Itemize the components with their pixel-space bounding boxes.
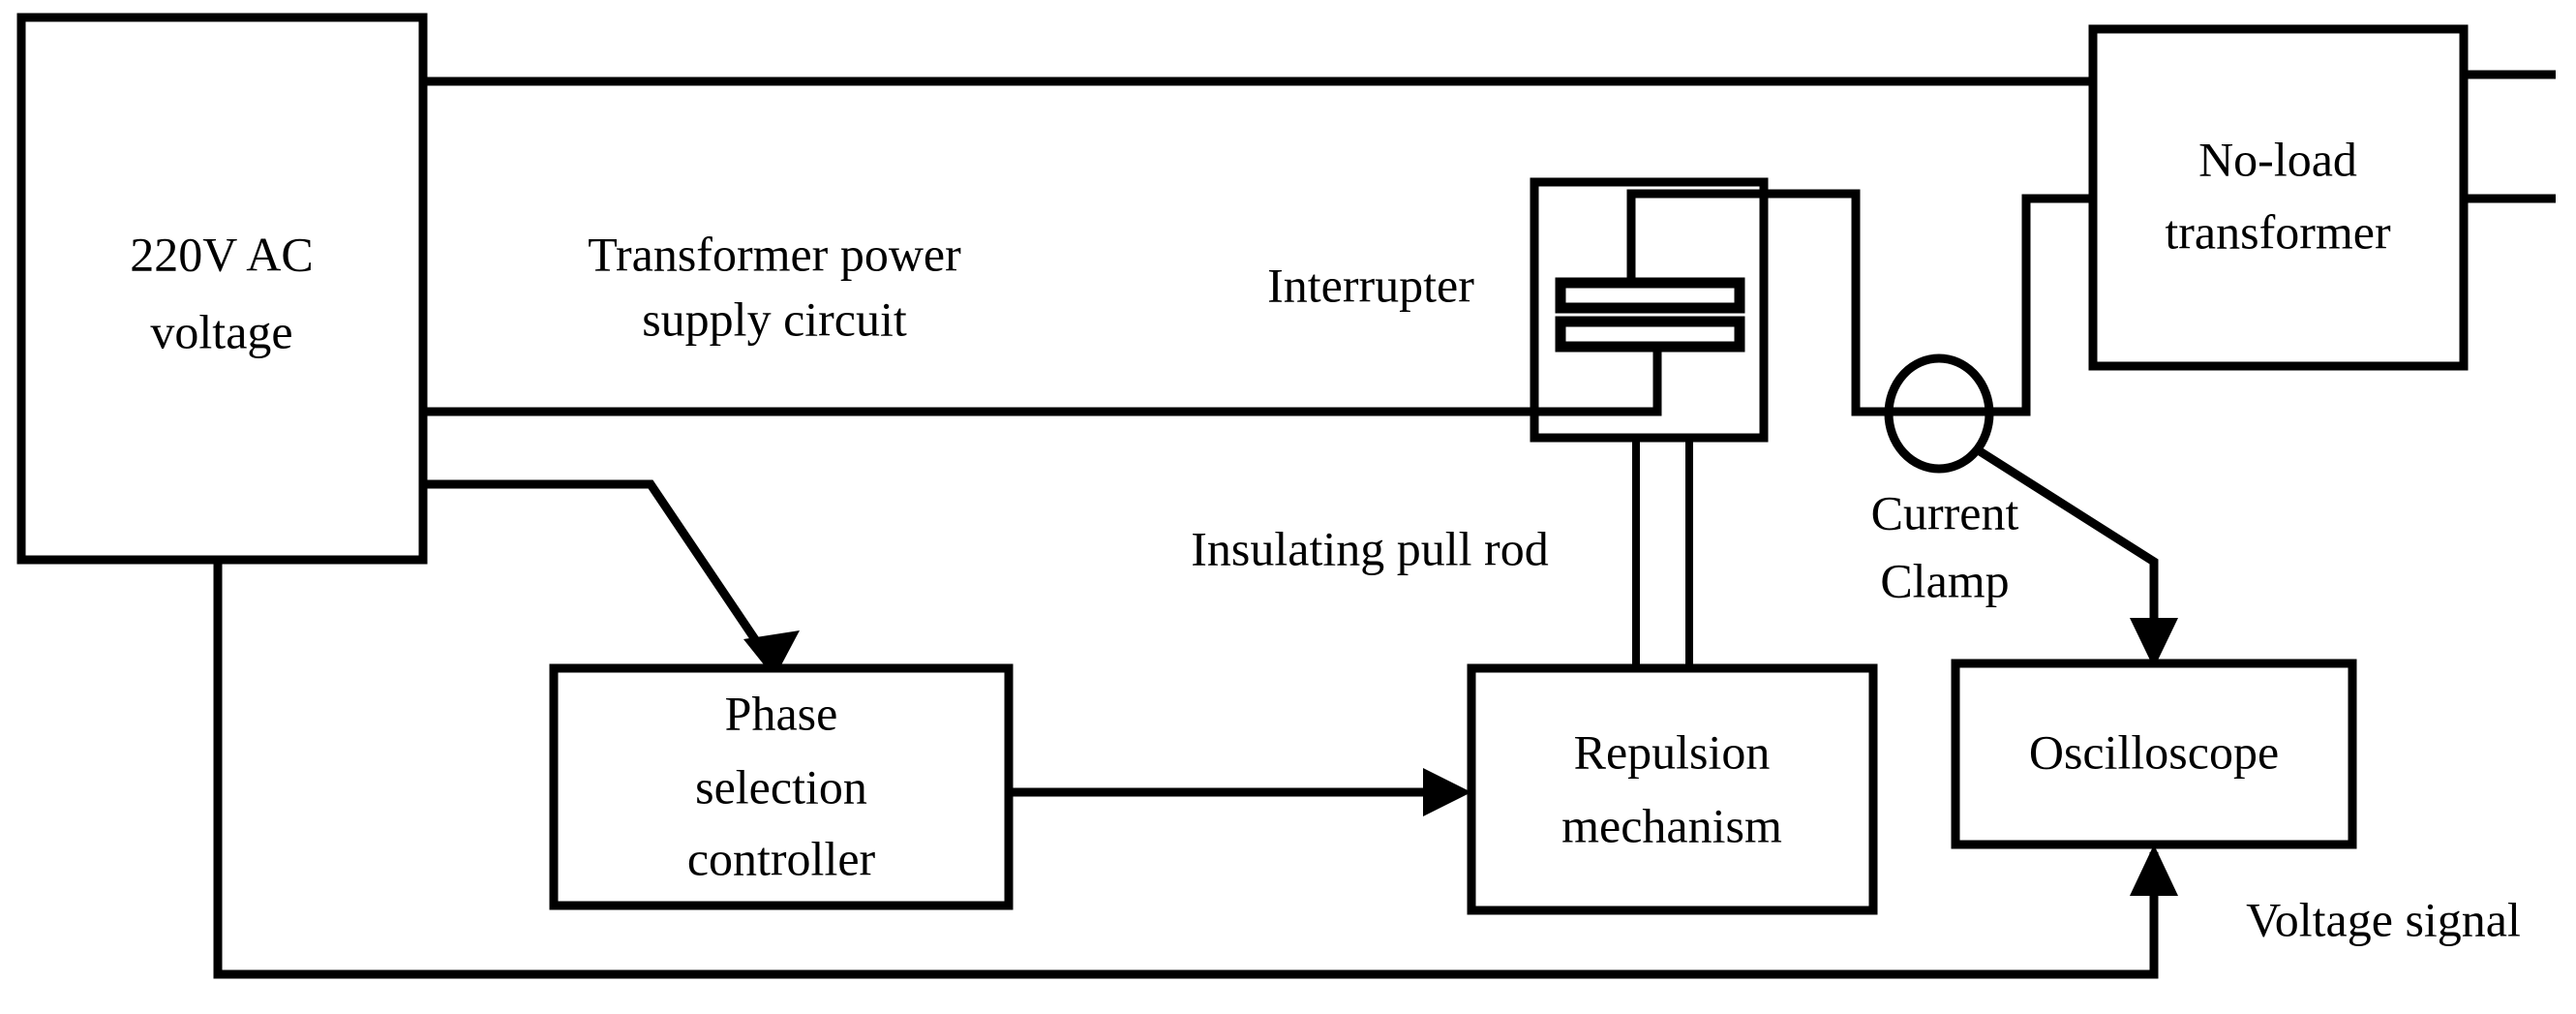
phase-controller-label-line1: Phase (725, 686, 838, 740)
box-no-load-transformer[interactable] (2088, 24, 2469, 371)
transformer-label-line1: No-load (2198, 132, 2357, 186)
arrowhead-voltage-signal (2130, 845, 2178, 896)
interrupter-lower-contact (1555, 316, 1745, 353)
oscilloscope-label: Oscilloscope (2029, 724, 2279, 779)
interrupter-label: Interrupter (1267, 258, 1474, 312)
pull-rod-label: Insulating pull rod (1191, 521, 1548, 575)
source-label-line2: voltage (150, 304, 292, 358)
box-source[interactable] (16, 13, 428, 565)
transformer-label-line2: transformer (2165, 204, 2391, 259)
wire-interrupter-to-transformer (1721, 189, 2093, 416)
voltage-signal-label: Voltage signal (2246, 892, 2521, 946)
arrowhead-to-repulsion (1423, 768, 1471, 816)
arrowhead-clamp-to-oscilloscope (2130, 618, 2178, 668)
supply-circuit-label-line2: supply circuit (642, 292, 907, 346)
current-clamp-label-line1: Current (1871, 485, 2019, 539)
source-label-line1: 220V AC (130, 227, 313, 281)
interrupter-upper-stem (1626, 189, 1767, 289)
repulsion-label-line2: mechanism (1561, 798, 1782, 852)
arrowhead-to-phase-controller (743, 630, 800, 678)
current-clamp-label-line2: Clamp (1880, 553, 2009, 607)
wire-source-to-phase-controller (423, 479, 778, 671)
interrupter-lower-stem (1530, 341, 1662, 416)
phase-controller-label-line2: selection (695, 759, 867, 814)
wire-bottom-return (213, 560, 2159, 979)
supply-circuit-label-line1: Transformer power (588, 227, 961, 281)
interrupter-upper-contact (1555, 277, 1745, 314)
wire-clamp-to-oscilloscope (1974, 446, 2159, 644)
box-oscilloscope[interactable] (1951, 659, 2357, 849)
box-phase-controller[interactable] (549, 663, 1014, 910)
box-repulsion-mechanism[interactable] (1467, 663, 1878, 915)
repulsion-label-line1: Repulsion (1574, 724, 1771, 779)
current-clamp-icon (1884, 353, 1994, 474)
interrupter-symbol (1530, 177, 1769, 443)
phase-controller-label-line3: controller (687, 831, 876, 885)
